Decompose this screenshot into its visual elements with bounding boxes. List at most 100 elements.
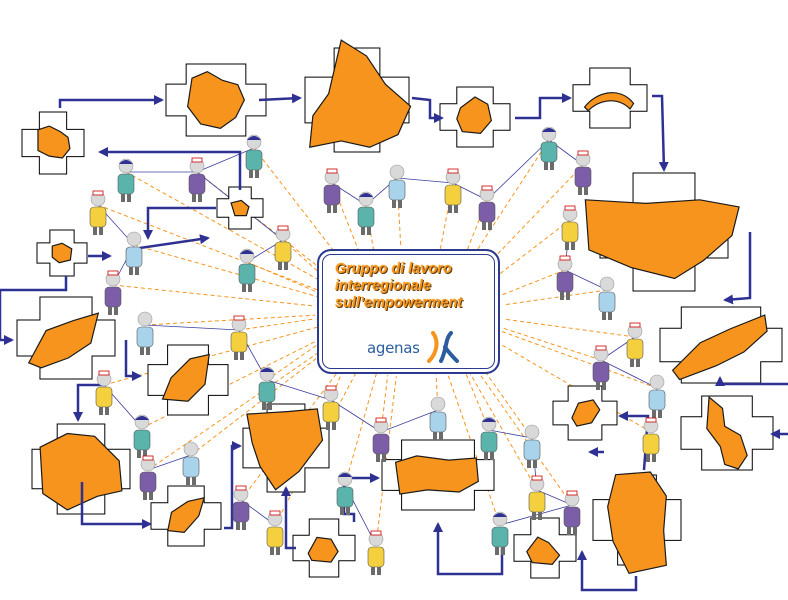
person-figure-icon (429, 396, 447, 440)
connection-arrow-icon (652, 94, 669, 172)
region-map-icon (27, 312, 100, 369)
connection-arrow-icon (224, 441, 242, 530)
dashed-link-22 (331, 182, 362, 257)
region-frame-16 (147, 344, 229, 416)
region-map-icon (51, 242, 73, 264)
dashed-link-8 (144, 314, 316, 326)
center-box: Gruppo di lavoro interregionale sull’emp… (317, 249, 500, 374)
person-figure-icon (561, 205, 579, 250)
region-frame-0 (21, 111, 85, 175)
person-figure-icon (480, 416, 498, 460)
region-frame-15 (31, 423, 131, 515)
dashed-link-24 (396, 177, 402, 248)
region-frame-18 (36, 229, 88, 277)
region-map-icon (307, 536, 339, 563)
dashed-link-33 (501, 327, 602, 361)
person-figure-icon (478, 185, 496, 230)
person-figure-icon (136, 311, 154, 355)
connection-arrow-icon (98, 147, 242, 190)
person-figure-icon (139, 455, 157, 500)
person-figure-icon (444, 168, 462, 213)
person-figure-icon (230, 315, 248, 360)
dashed-link-27 (469, 139, 550, 262)
dashed-link-19 (435, 374, 439, 411)
region-frame-1 (165, 63, 267, 137)
person-figure-icon (182, 441, 200, 485)
person-figure-icon (125, 231, 143, 275)
dashed-link-20 (344, 372, 378, 486)
region-frame-19 (216, 186, 264, 230)
thin-link-27 (380, 409, 439, 433)
thin-link-15 (486, 139, 550, 201)
person-figure-icon (89, 190, 107, 235)
region-frame-11 (381, 439, 495, 511)
person-figure-icon (523, 424, 541, 468)
person-figure-icon (388, 164, 406, 208)
region-frame-9 (592, 471, 682, 575)
region-map-icon (456, 96, 493, 134)
connection-arrow-icon (58, 95, 164, 108)
person-figure-icon (266, 510, 284, 555)
region-frame-4 (572, 67, 648, 129)
dashed-link-29 (492, 219, 571, 280)
person-figure-icon (598, 276, 616, 320)
region-frame-8 (552, 385, 618, 441)
dashed-link-3 (97, 204, 321, 292)
region-map-icon (37, 125, 71, 159)
region-map-icon (584, 199, 740, 280)
dashed-link-5 (246, 261, 320, 294)
thin-link-13 (396, 177, 454, 184)
person-figure-icon (322, 385, 340, 430)
region-frame-10 (513, 517, 577, 579)
region-frame-17 (16, 296, 116, 380)
connection-arrow-icon (0, 276, 68, 345)
person-figure-icon (563, 490, 581, 535)
dashed-link-32 (504, 318, 636, 338)
dashed-link-38 (464, 364, 538, 491)
person-figure-icon (592, 345, 610, 390)
center-title: Gruppo di lavoro interregionale sull’emp… (335, 261, 463, 311)
region-frame-14 (150, 485, 222, 547)
region-map-icon (187, 70, 246, 130)
region-map-icon (607, 471, 667, 575)
person-figure-icon (491, 511, 509, 555)
person-figure-icon (323, 168, 341, 213)
region-map-icon (571, 399, 601, 427)
dashed-link-30 (501, 269, 566, 296)
thin-link-22 (488, 429, 533, 439)
person-figure-icon (188, 157, 206, 202)
region-frame-3 (439, 86, 511, 148)
dashed-link-16 (274, 366, 360, 526)
connection-arrow-icon (124, 340, 142, 381)
region-frame-7 (680, 395, 774, 471)
logo-text: agenas (367, 339, 420, 357)
dashed-link-12 (141, 337, 324, 429)
person-figure-icon (540, 126, 558, 170)
connection-arrow-icon (723, 232, 752, 305)
region-map-icon (161, 353, 210, 402)
person-figure-icon (357, 191, 375, 235)
connection-arrow-icon (281, 486, 296, 550)
region-map-icon (706, 395, 748, 470)
connection-arrow-icon (411, 96, 444, 123)
dashed-link-1 (125, 171, 326, 284)
dashed-link-39 (470, 361, 573, 506)
region-map-icon (583, 92, 635, 112)
region-frame-5 (584, 172, 740, 292)
person-figure-icon (104, 270, 122, 315)
dashed-link-25 (439, 182, 454, 251)
dashed-link-9 (238, 318, 316, 331)
person-figure-icon (232, 485, 250, 530)
dashed-link-28 (482, 164, 584, 271)
region-map-icon (246, 408, 324, 491)
thin-link-26 (330, 399, 382, 433)
connection-arrow-icon (577, 550, 638, 592)
connection-arrow-icon (73, 383, 104, 422)
region-map-icon (394, 455, 479, 495)
agenas-logo-mark-icon (427, 331, 459, 363)
dashed-link-40 (446, 371, 501, 526)
region-map-icon (39, 432, 123, 511)
dashed-link-4 (133, 244, 318, 298)
region-map-icon (230, 199, 250, 217)
